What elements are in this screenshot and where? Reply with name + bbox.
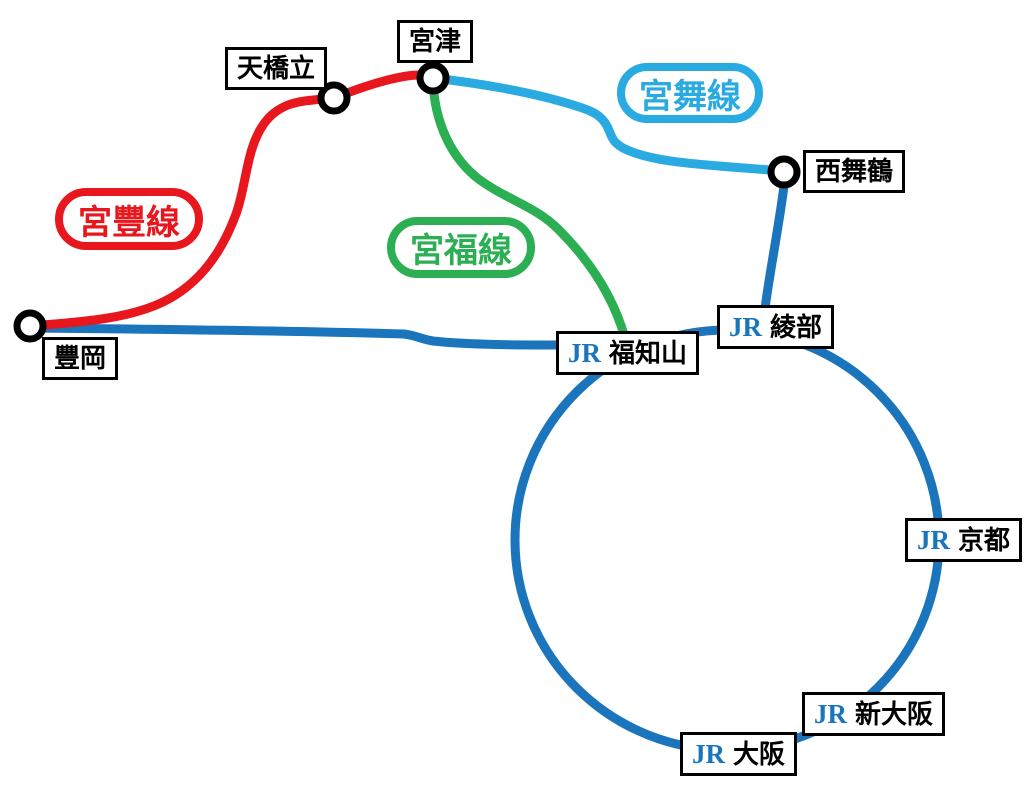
station-label-ayabe: JR 綾部 (717, 305, 835, 350)
station-label-osaka: JR 大阪 (680, 732, 798, 777)
station-name: 新大阪 (855, 698, 934, 729)
jr-loop-line-path (510, 325, 944, 755)
jr-prefix: JR (917, 525, 950, 555)
station-label-amanohashidate: 天橋立 (225, 47, 328, 91)
station-label-toyooka: 豐岡 (42, 337, 119, 381)
jr-prefix: JR (729, 312, 762, 342)
station-marker-toyooka (13, 309, 47, 343)
station-label-kyoto: JR 京都 (905, 518, 1023, 563)
jr-prefix: JR (692, 739, 725, 769)
station-name: 西舞鶴 (815, 156, 894, 186)
station-marker-miyazu (416, 61, 450, 95)
station-marker-nishimaizuru (767, 155, 801, 189)
station-label-shinosaka: JR 新大阪 (802, 692, 946, 737)
station-name: 宮津 (409, 26, 462, 56)
miyatoyo-line-path (25, 70, 438, 331)
line-name: 宮福線 (410, 232, 512, 270)
jr-maizuru-line-path (760, 181, 789, 313)
miyafuku-line-path (428, 75, 630, 343)
jr-prefix: JR (814, 699, 847, 729)
station-name: 大阪 (733, 738, 786, 769)
jr-prefix: JR (568, 338, 601, 368)
jr-tanba-line-path (25, 323, 567, 350)
station-label-nishimaizuru: 西舞鶴 (803, 150, 906, 194)
miyamai-line-path (428, 73, 789, 176)
station-label-fukuchiyama: JR 福知山 (556, 331, 700, 376)
station-name: 天橋立 (237, 53, 316, 83)
line-name: 宮舞線 (639, 77, 741, 116)
line-label-miyamai: 宮舞線 (617, 63, 763, 123)
line-name: 宮豐線 (78, 203, 180, 242)
station-name: 京都 (958, 524, 1011, 555)
station-label-miyazu: 宮津 (397, 20, 474, 64)
line-label-miyatoyo: 宮豐線 (55, 188, 203, 250)
station-name: 綾部 (770, 311, 823, 342)
station-name: 豐岡 (54, 343, 107, 373)
station-marker-amanohashidate (317, 81, 351, 115)
line-label-miyafuku: 宮福線 (387, 217, 535, 278)
station-name: 福知山 (609, 337, 688, 368)
